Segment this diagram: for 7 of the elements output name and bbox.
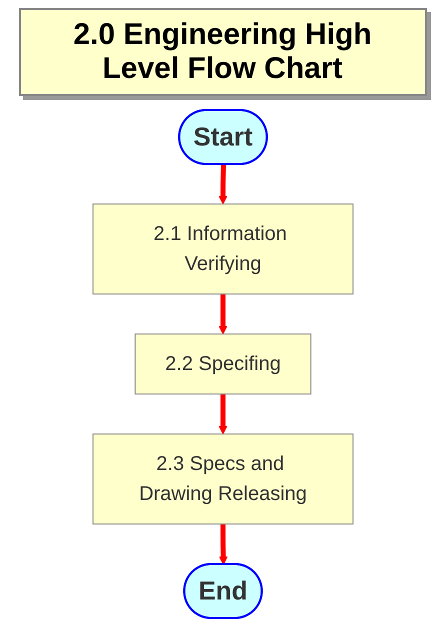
node-box: 2.2 Specifing xyxy=(134,334,311,394)
arrow xyxy=(218,294,227,334)
arrow xyxy=(218,394,227,434)
arrow xyxy=(218,524,228,565)
node-box: 2.1 Information Verifying xyxy=(92,204,353,294)
node-box: 2.3 Specs and Drawing Releasing xyxy=(92,434,353,524)
arrow xyxy=(218,164,227,204)
